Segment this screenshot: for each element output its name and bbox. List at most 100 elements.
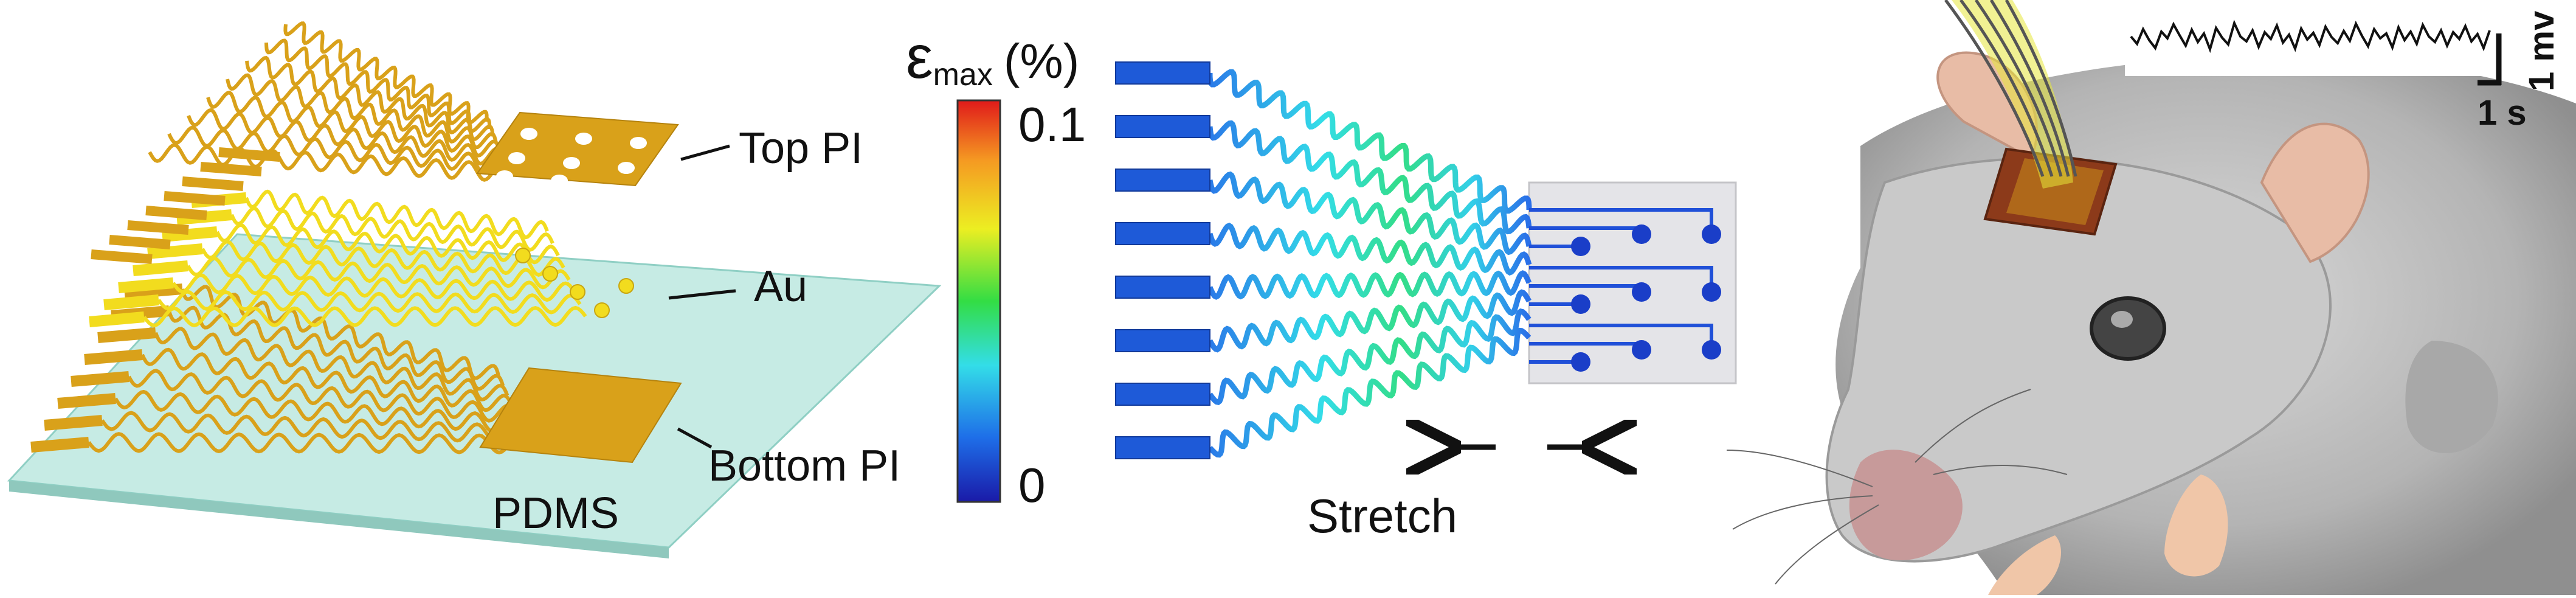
electrode-dot <box>1571 237 1590 256</box>
via-hole <box>563 157 580 169</box>
simulated-serpentine <box>1207 171 1532 256</box>
simulated-serpentine <box>1207 69 1532 214</box>
strain-serpentine-traces <box>1207 69 1713 458</box>
bottom-pi-layer <box>30 283 531 454</box>
simulated-serpentine <box>1207 270 1532 300</box>
contact-pad <box>44 415 103 431</box>
electrode-contacts <box>1115 61 1721 459</box>
serpentine-trace <box>181 285 500 380</box>
top-contact-tab <box>218 147 280 162</box>
serpentine-trace <box>148 143 511 182</box>
electrode-dot <box>1702 282 1721 302</box>
simulated-contact-pad <box>1115 61 1210 85</box>
serpentine-trace <box>245 55 495 142</box>
bottom-pi-leader <box>677 427 713 449</box>
contact-pad <box>147 243 203 259</box>
au-leader <box>668 289 736 300</box>
strain-colorbar <box>956 99 1001 503</box>
simulated-serpentine <box>1207 308 1531 406</box>
via-hole <box>575 133 592 145</box>
via-hole <box>618 162 635 174</box>
via-hole <box>508 152 525 164</box>
rat-illustration: 1 s 1 mv <box>1726 0 2576 595</box>
electrode-dot <box>1571 352 1590 372</box>
colorbar-max-label: 0.1 <box>1018 97 1086 151</box>
top-pi-via-holes <box>496 128 647 187</box>
contact-pad <box>162 226 218 242</box>
contact-pad <box>84 349 143 365</box>
serpentine-trace <box>167 125 508 174</box>
top-contact-tab <box>91 249 153 264</box>
electrode-dot <box>1702 224 1721 244</box>
contact-pad <box>133 260 188 276</box>
serpentine-trace <box>157 290 582 315</box>
rat-whiskers <box>1726 389 2068 585</box>
via-hole <box>630 137 647 149</box>
electrode-dot <box>1632 224 1651 244</box>
rat-paw-front-left <box>1988 535 2061 595</box>
serpentine-trace <box>201 239 565 277</box>
bottom-pi-pad <box>479 367 682 464</box>
serpentine-trace <box>171 273 576 302</box>
simulated-contact-pad <box>1115 115 1210 138</box>
via-dot <box>594 302 610 318</box>
electrode-dot <box>1632 282 1651 302</box>
serpentine-trace <box>283 21 489 125</box>
serpentine-trace <box>167 305 505 391</box>
electrode-dot <box>1702 340 1721 360</box>
contact-pad <box>118 277 174 293</box>
serpentine-trace <box>206 91 502 158</box>
via-hole <box>496 170 513 183</box>
top-pi-label: Top PI <box>739 124 863 173</box>
top-contact-tab <box>145 206 207 220</box>
via-dot <box>515 248 531 263</box>
rat-eye-highlight <box>2111 311 2133 328</box>
top-contact-tab <box>164 191 226 206</box>
simulated-contact-pad <box>1115 383 1210 406</box>
pdms-substrate-edge <box>9 481 669 558</box>
top-pi-layer <box>91 21 511 264</box>
top-contact-tab <box>182 176 244 191</box>
rat-paw-front-right <box>2164 475 2228 577</box>
via-hole <box>520 128 537 140</box>
serpentine-trace <box>226 73 499 150</box>
contact-pad <box>89 311 145 327</box>
simulated-serpentine <box>1207 120 1532 235</box>
contact-pad <box>124 283 183 299</box>
serpentine-trace <box>215 223 560 265</box>
contact-pad <box>103 294 159 310</box>
simulated-serpentine <box>1207 327 1531 458</box>
top-contact-tab <box>109 235 171 249</box>
serpentine-trace <box>127 369 518 423</box>
colorbar-title: εmax(%) <box>906 23 1079 92</box>
bottom-pi-label: Bottom PI <box>708 442 900 490</box>
scale-voltage-label: 1 mv <box>2522 11 2561 91</box>
rat-snout <box>1849 450 1963 560</box>
scale-time-label: 1 s <box>2478 93 2527 133</box>
serpentine-trace <box>186 256 571 290</box>
ribbon-cable <box>1944 0 2077 189</box>
simulated-contact-pad <box>1115 436 1210 459</box>
rat-paw-hind <box>2405 341 2498 453</box>
electrode-dot <box>1632 340 1651 360</box>
serpentine-trace <box>244 189 549 240</box>
top-contact-tab <box>127 220 189 235</box>
serpentine-trace <box>100 411 527 444</box>
eeg-trace <box>2130 19 2491 54</box>
rat-eye <box>2090 296 2166 361</box>
top-pi-leader <box>680 144 730 161</box>
rat-ear-right <box>2260 122 2370 263</box>
stretch-label: Stretch <box>1307 489 1457 543</box>
implanted-array <box>1983 147 2118 236</box>
au-label: Au <box>754 262 807 311</box>
contact-pad <box>97 327 156 343</box>
serpentine-trace <box>154 327 509 402</box>
serpentine-trace <box>230 206 554 252</box>
contact-pad <box>30 437 89 453</box>
serpentine-trace <box>87 432 531 454</box>
top-contact-tab <box>200 162 262 176</box>
serpentine-trace <box>140 347 514 412</box>
pdms-label: PDMS <box>492 489 619 538</box>
contact-pad <box>57 393 116 409</box>
